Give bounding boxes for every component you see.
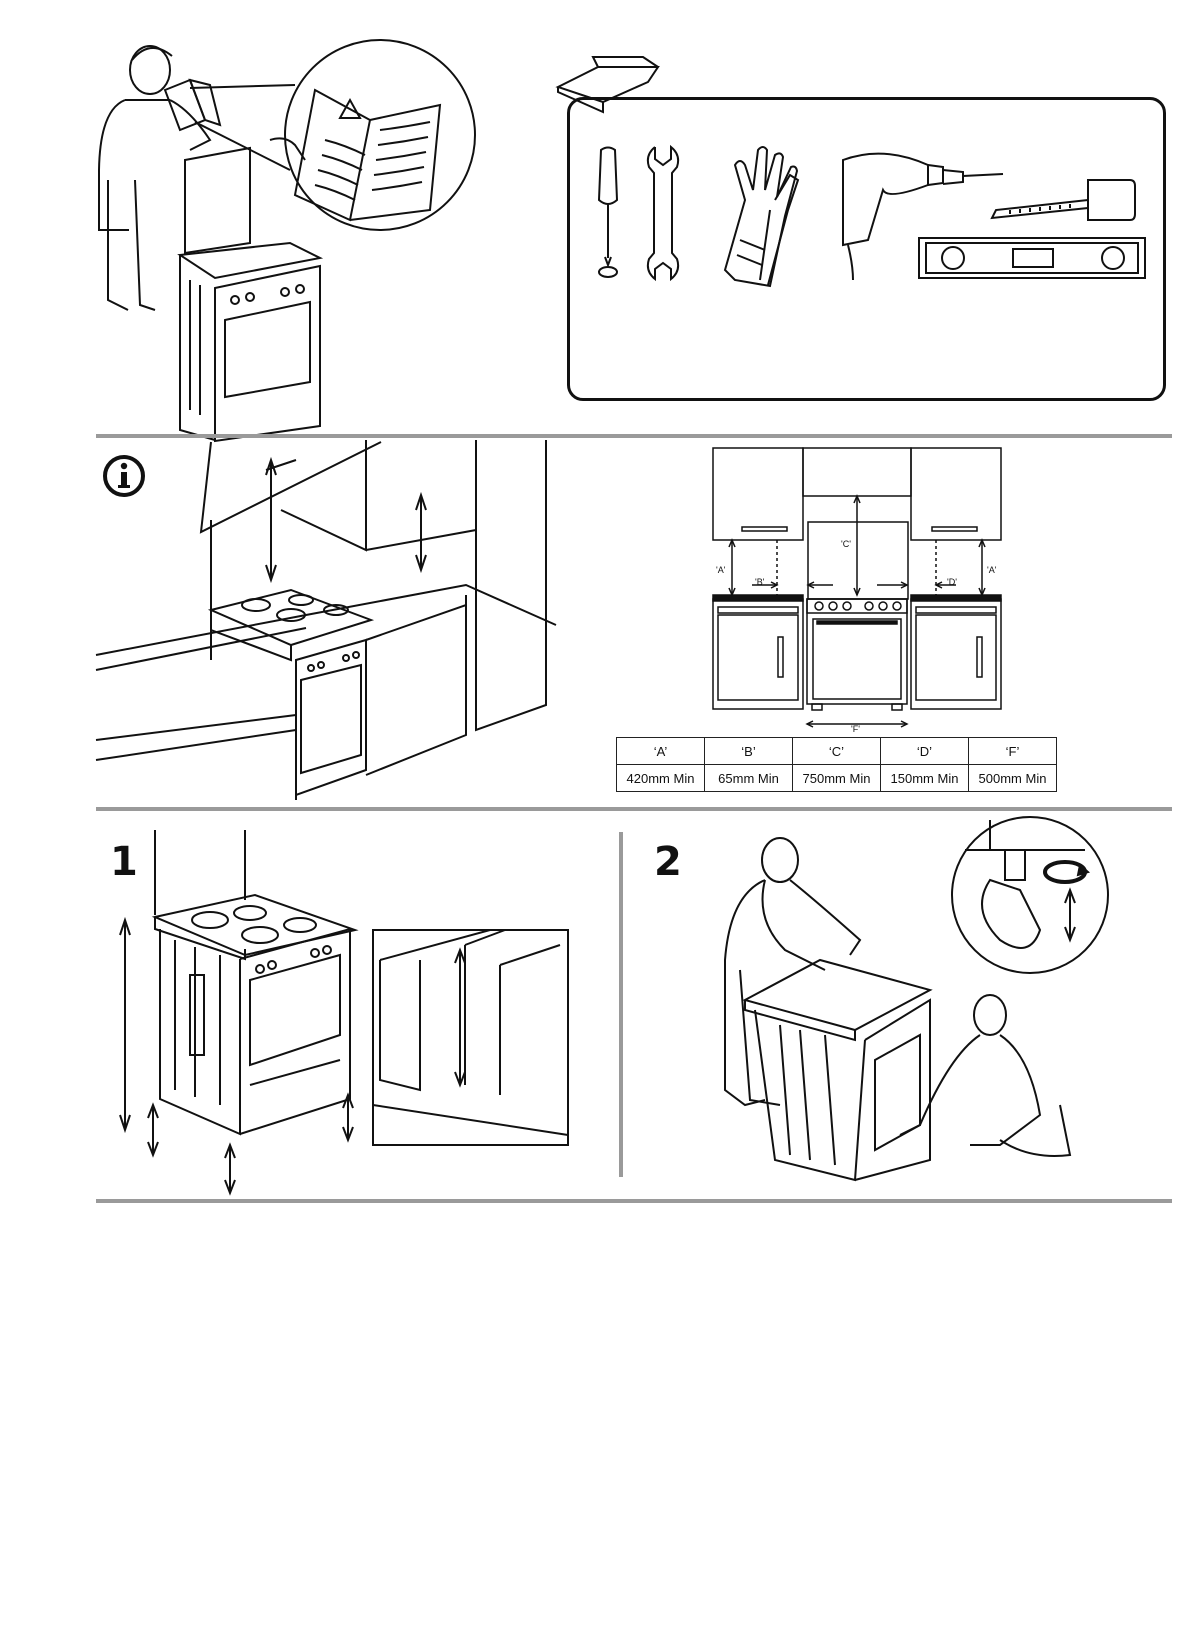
table-header-cell: ‘A’: [617, 738, 705, 765]
table-cell: 420mm Min: [617, 765, 705, 792]
spirit-level-icon: [918, 237, 1148, 281]
person-reading-manual-illustration: [90, 30, 570, 450]
table-header-cell: ‘F’: [969, 738, 1057, 765]
clearance-elevation-diagram: [712, 447, 1002, 737]
table-header-cell: ‘B’: [705, 738, 793, 765]
section-divider: [96, 1199, 1172, 1203]
label-a-right: 'A': [987, 565, 996, 575]
table-cell: 65mm Min: [705, 765, 793, 792]
step-number-2: 2: [654, 842, 682, 882]
clearance-table: ‘A’ ‘B’ ‘C’ ‘D’ ‘F’ 420mm Min 65mm Min 7…: [616, 737, 1057, 792]
table-header-cell: ‘C’: [793, 738, 881, 765]
tape-measure-icon: [990, 175, 1140, 235]
step1-cooker-height-illustration: [120, 825, 560, 1175]
table-header-cell: ‘D’: [881, 738, 969, 765]
table-cell: 500mm Min: [969, 765, 1057, 792]
wrench-icon: [645, 145, 685, 285]
table-cell: 150mm Min: [881, 765, 969, 792]
table-row: 420mm Min 65mm Min 750mm Min 150mm Min 5…: [617, 765, 1057, 792]
step2-levelling-illustration: [680, 820, 1120, 1180]
label-f: 'F': [851, 724, 860, 734]
label-a-left: 'A': [716, 565, 725, 575]
section-divider: [96, 434, 1172, 438]
gloves-icon: [715, 140, 815, 285]
label-c: 'C': [841, 539, 851, 549]
section-divider: [96, 807, 1172, 811]
kitchen-installation-illustration: [96, 440, 556, 800]
label-d: 'D': [947, 577, 957, 587]
table-cell: 750mm Min: [793, 765, 881, 792]
table-header-row: ‘A’ ‘B’ ‘C’ ‘D’ ‘F’: [617, 738, 1057, 765]
step-divider: [619, 832, 623, 1177]
screwdriver-icon: [593, 145, 623, 275]
label-b: 'B': [755, 577, 764, 587]
